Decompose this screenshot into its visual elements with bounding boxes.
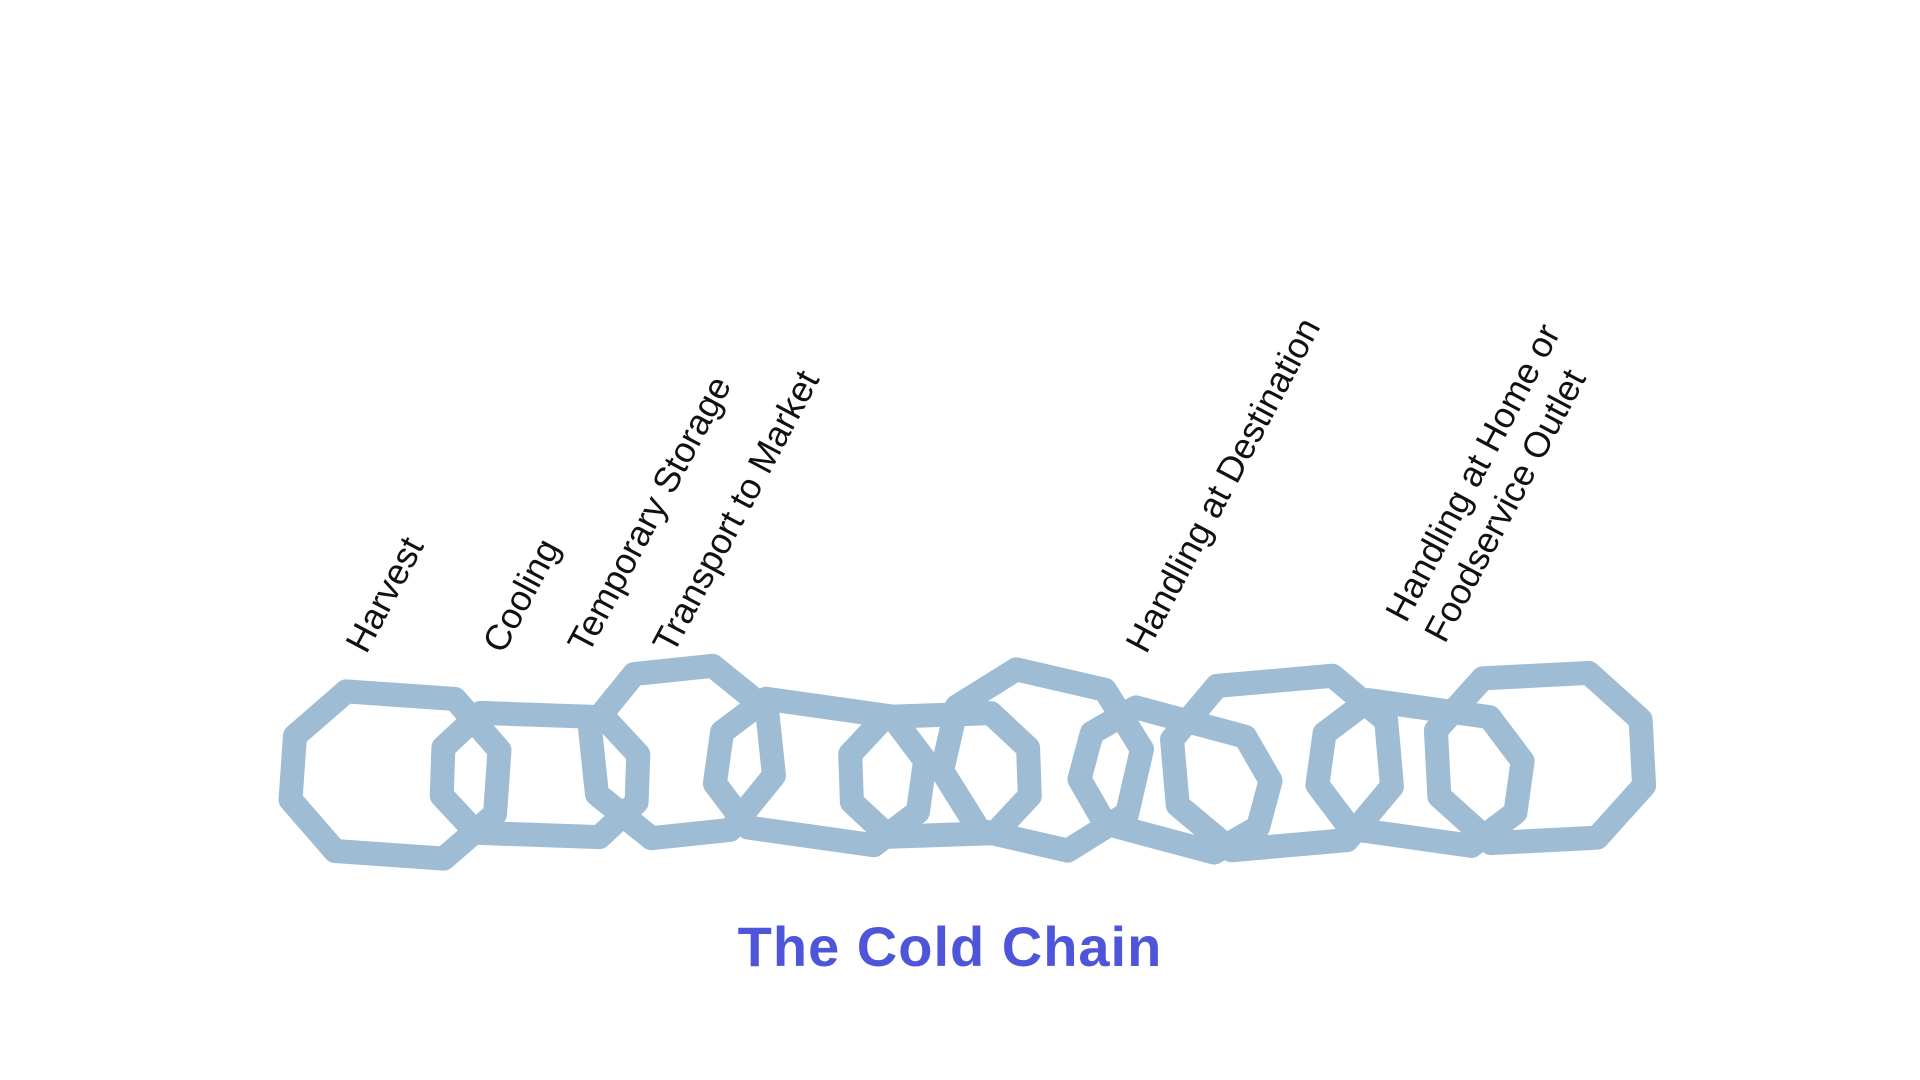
chain-link-7 [1067,695,1283,865]
chain-link-9 [1305,688,1535,858]
diagram-title: The Cold Chain [737,915,1163,978]
chain-link-6 [930,657,1154,863]
chain-link-10 [1423,660,1657,856]
chain-link-1 [278,679,512,871]
chain-links [278,653,1657,871]
chain-link-4 [702,686,938,858]
chain-link-3 [578,653,786,851]
chain-link-2 [429,700,651,850]
chain-link-8 [1160,663,1404,863]
